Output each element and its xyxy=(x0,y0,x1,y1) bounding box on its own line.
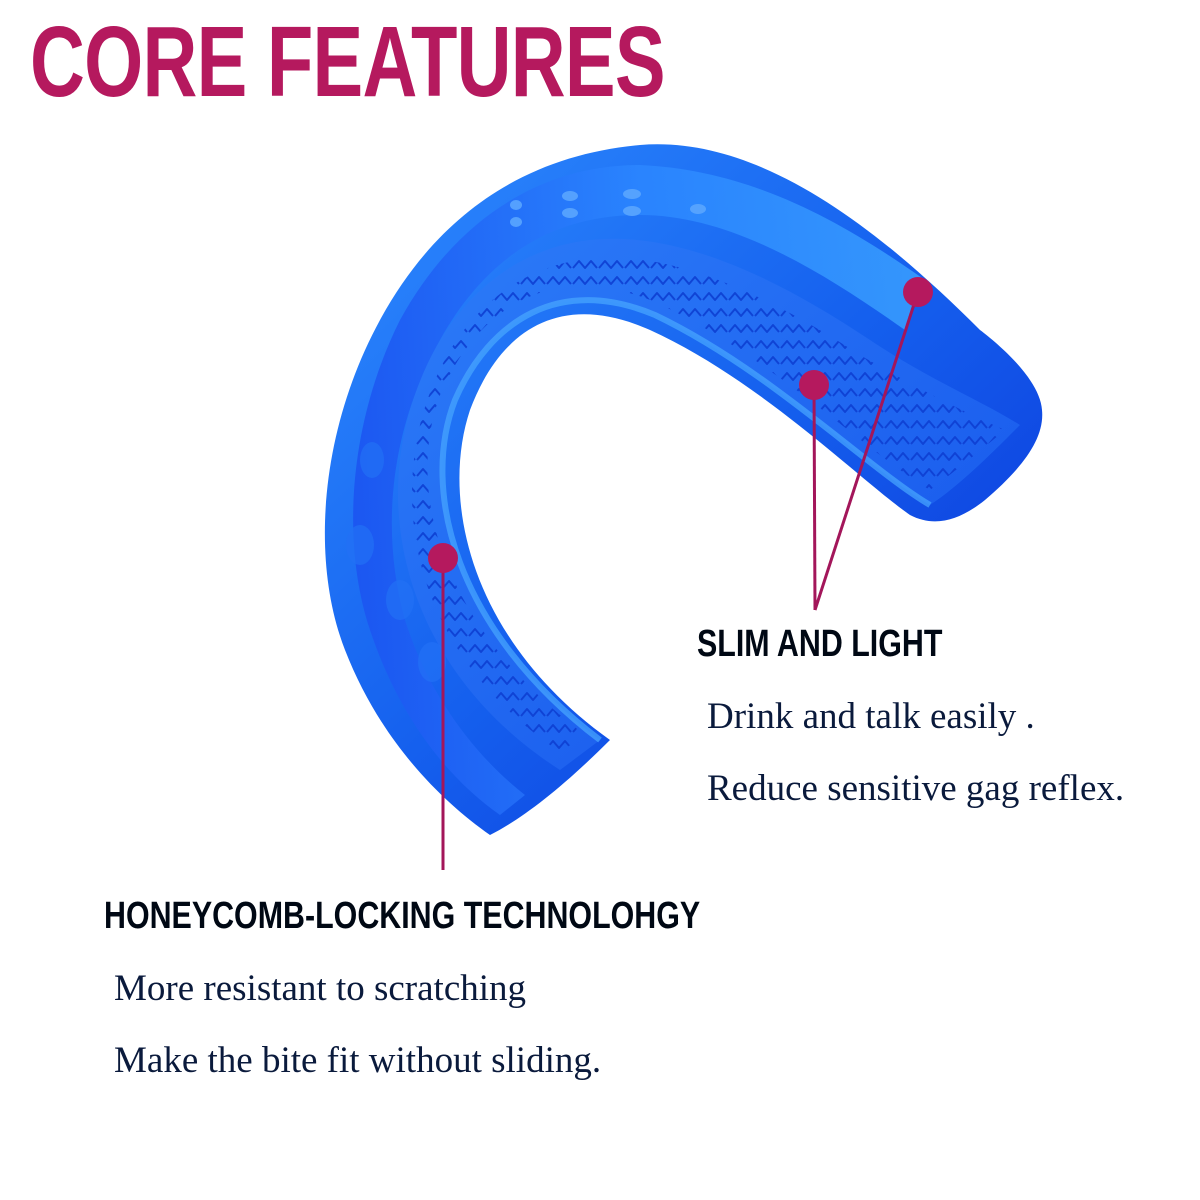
feature-line-slim-2: Reduce sensitive gag reflex. xyxy=(707,768,1125,809)
feature-line-slim-1: Drink and talk easily . xyxy=(707,696,1035,737)
side-bumps xyxy=(346,442,446,682)
feature-line-honeycomb-1: More resistant to scratching xyxy=(114,968,527,1009)
feature-heading-honeycomb: HONEYCOMB-LOCKING TECHNOLOHGY xyxy=(104,895,701,937)
page-title: CORE FEATURES xyxy=(30,6,666,118)
feature-line-honeycomb-2: Make the bite fit without sliding. xyxy=(114,1040,602,1081)
honeycomb-texture xyxy=(411,257,1005,752)
callout-slim xyxy=(799,277,933,611)
vent-holes xyxy=(510,189,706,227)
callout-honeycomb xyxy=(428,543,458,870)
feature-heading-slim: SLIM AND LIGHT xyxy=(697,623,943,665)
